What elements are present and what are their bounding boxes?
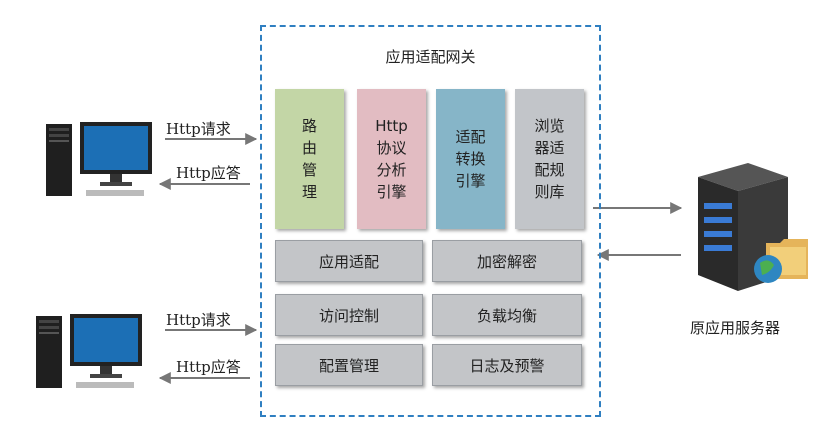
server-icon bbox=[698, 163, 808, 291]
gateway-title: 应用适配网关 bbox=[385, 48, 476, 66]
http-analysis-engine-block: Http 协议 分析 引擎 bbox=[357, 89, 426, 229]
client-computer-icon bbox=[46, 122, 152, 196]
access-control-module: 访问控制 bbox=[275, 294, 423, 336]
client1-response-label: Http应答 bbox=[176, 164, 241, 182]
server-label: 原应用服务器 bbox=[690, 319, 781, 337]
encrypt-module: 加密解密 bbox=[432, 240, 582, 282]
app-adapt-module: 应用适配 bbox=[275, 240, 423, 282]
client2-response-label: Http应答 bbox=[176, 358, 241, 376]
adapt-convert-engine-block: 适配 转换 引擎 bbox=[436, 89, 505, 229]
http-analysis-engine-label: Http 协议 分析 引擎 bbox=[375, 117, 408, 201]
gateway-frame bbox=[260, 25, 601, 417]
log-alert-module: 日志及预警 bbox=[432, 344, 582, 386]
route-management-label: 路 由 管 理 bbox=[301, 117, 317, 201]
route-management-block: 路 由 管 理 bbox=[275, 89, 344, 229]
client-computer-icon bbox=[36, 314, 142, 388]
browser-rules-label: 浏览 器适 配规 则库 bbox=[534, 117, 565, 201]
client1-request-label: Http请求 bbox=[166, 120, 231, 138]
config-management-module: 配置管理 bbox=[275, 344, 423, 386]
load-balance-module: 负载均衡 bbox=[432, 294, 582, 336]
browser-rules-block: 浏览 器适 配规 则库 bbox=[515, 89, 584, 229]
client2-request-label: Http请求 bbox=[166, 311, 231, 329]
adapt-convert-engine-label: 适配 转换 引擎 bbox=[455, 128, 486, 190]
